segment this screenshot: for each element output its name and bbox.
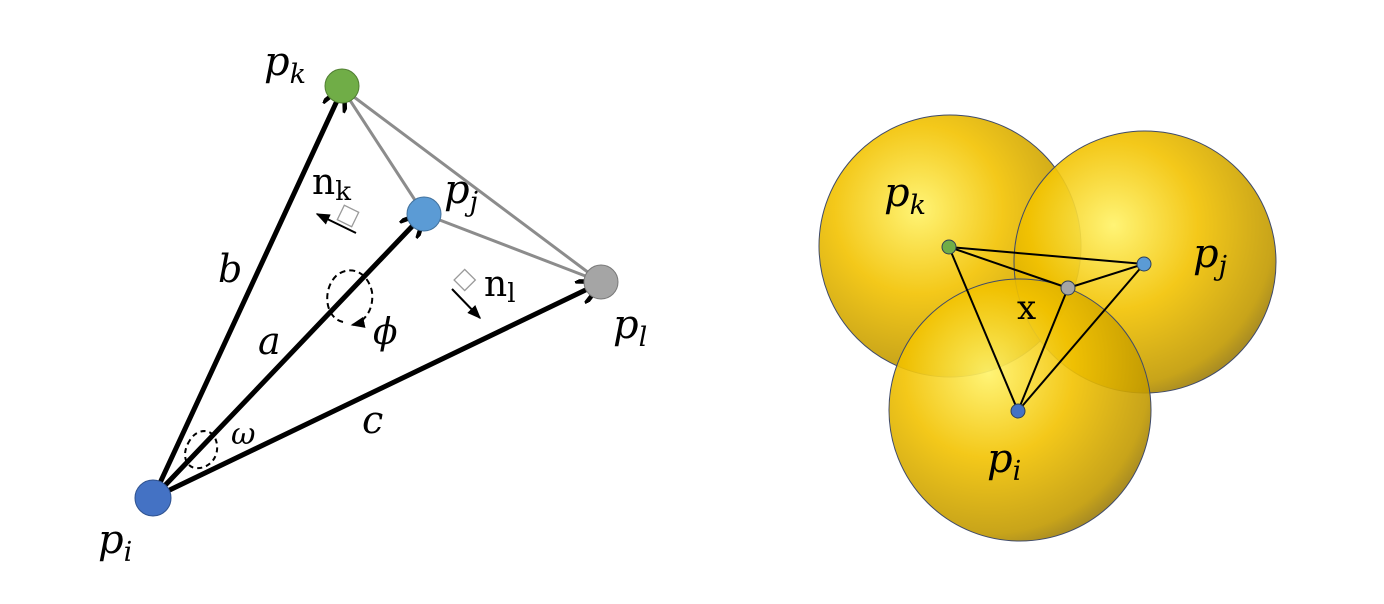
point-pk-right	[941, 239, 957, 255]
vector-a-arrow	[151, 216, 422, 500]
vector-b-arrow	[150, 90, 342, 500]
right-diagram: pk pj pi x	[818, 114, 1277, 542]
point-pi	[134, 479, 172, 517]
normal-nl-symbol	[451, 268, 481, 320]
label-phi: ϕ	[373, 312, 398, 353]
point-pj	[406, 196, 442, 232]
edge-pk-pj	[340, 87, 426, 215]
point-pk	[324, 68, 360, 104]
point-x-right	[1060, 280, 1076, 296]
label-nl: nl	[484, 264, 516, 309]
normal-nk-symbol	[315, 204, 360, 234]
label-pl: pl	[613, 302, 647, 353]
point-pl	[583, 264, 619, 300]
omega-angle-arc	[184, 430, 219, 470]
label-pj: pj	[444, 167, 478, 218]
point-pj-right	[1136, 256, 1152, 272]
phi-rotation-arc	[326, 269, 374, 328]
label-pi: pi	[98, 517, 132, 568]
point-pi-right	[1010, 403, 1026, 419]
label-pi-right: pi	[987, 436, 1021, 487]
label-vector-c: c	[362, 398, 383, 442]
label-vector-a: a	[258, 319, 281, 363]
label-x-right: x	[1017, 288, 1036, 328]
label-pk-right: pk	[884, 170, 926, 221]
label-pj-right: pj	[1193, 231, 1227, 282]
edge-pj-pl	[423, 212, 602, 284]
label-nk: nk	[312, 162, 351, 207]
left-diagram: pk pj pl pi b a c ω ϕ nk nl	[98, 39, 647, 568]
label-vector-b: b	[218, 247, 242, 291]
tetrahedron-edges	[948, 246, 1145, 412]
edge-pk-pl	[341, 86, 602, 284]
vector-c-arrow	[151, 284, 598, 501]
label-omega: ω	[231, 417, 255, 452]
label-pk: pk	[264, 39, 306, 90]
